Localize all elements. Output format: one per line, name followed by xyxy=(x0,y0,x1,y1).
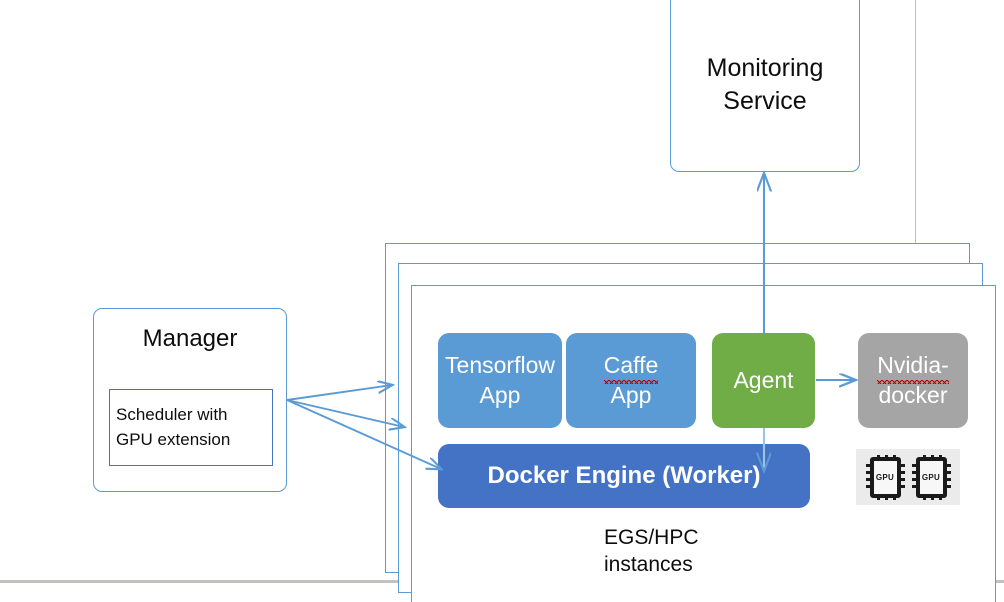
nvidia-docker-label: Nvidia- docker xyxy=(873,351,953,410)
gpu-chip-icon: GPU xyxy=(911,454,951,500)
caffe-app-block[interactable]: Caffe App xyxy=(566,333,696,428)
egs-hpc-instances-caption: EGS/HPC instances xyxy=(604,524,804,579)
nvidia-docker-label-line1: Nvidia- xyxy=(877,351,949,384)
scheduler-with-gpu-extension-box[interactable]: Scheduler with GPU extension xyxy=(109,389,273,466)
scheduler-label-line2: GPU extension xyxy=(116,429,231,449)
manager-title: Manager xyxy=(142,325,238,352)
gpu-chip-icon: GPU xyxy=(865,454,905,500)
agent-label: Agent xyxy=(733,366,794,393)
docker-engine-block[interactable]: Docker Engine (Worker) xyxy=(438,444,810,508)
monitoring-service-box[interactable]: Monitoring Service xyxy=(670,0,860,172)
egs-caption-line2: instances xyxy=(604,553,693,577)
tensorflow-app-label: Tensorflow App xyxy=(445,352,555,408)
gpu-chip-label: GPU xyxy=(875,472,895,482)
tensorflow-app-block[interactable]: Tensorflow App xyxy=(438,333,562,428)
nvidia-docker-label-line2: docker xyxy=(878,381,948,408)
gpu-group: GPU GPU xyxy=(856,449,960,505)
docker-engine-label: Docker Engine (Worker) xyxy=(487,461,761,489)
caffe-app-label-line1: Caffe xyxy=(603,351,658,384)
agent-block[interactable]: Agent xyxy=(712,333,815,428)
monitoring-service-label-line2: Service xyxy=(723,87,807,115)
monitoring-service-label-line1: Monitoring xyxy=(706,54,824,82)
scheduler-label-line1: Scheduler with xyxy=(116,405,228,425)
caffe-app-label-line2: App xyxy=(610,381,652,408)
gpu-chip-label: GPU xyxy=(921,472,941,482)
monitoring-service-label: Monitoring Service xyxy=(707,26,824,118)
caffe-app-label: Caffe App xyxy=(600,351,663,410)
manager-box[interactable]: Manager Scheduler with GPU extension xyxy=(93,308,287,492)
nvidia-docker-block[interactable]: Nvidia- docker xyxy=(858,333,968,428)
egs-caption-line1: EGS/HPC xyxy=(604,526,699,549)
arrow-manager-to-instance-back xyxy=(286,385,392,401)
